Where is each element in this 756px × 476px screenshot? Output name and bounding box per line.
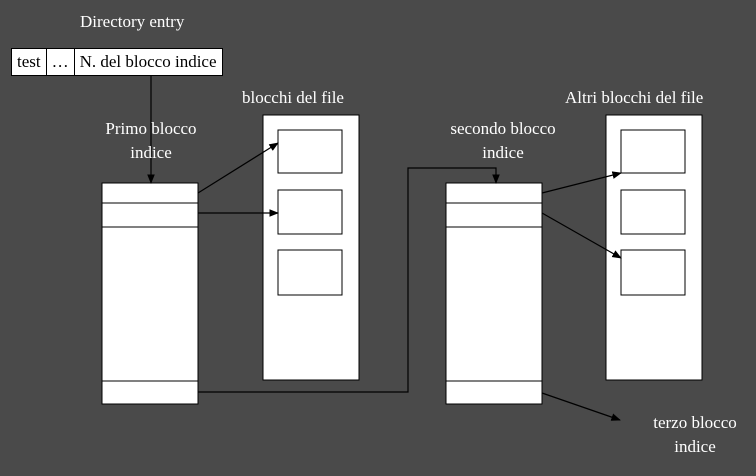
second-index-block: [445, 182, 543, 405]
directory-entry-name-cell: test: [12, 49, 47, 75]
other-file-block-1: [620, 129, 686, 174]
third-index-block-label-line2: indice: [674, 437, 716, 456]
second-index-block-label-line2: indice: [482, 143, 524, 162]
third-index-block-label: terzo blocco indice: [640, 411, 750, 459]
file-block-2: [277, 189, 343, 235]
arrow-first-to-second-index: [198, 167, 500, 393]
second-index-block-label-line1: secondo blocco: [450, 119, 556, 138]
arrow-first-to-block1: [197, 142, 279, 194]
third-index-block-label-line1: terzo blocco: [653, 413, 737, 432]
second-index-block-label: secondo blocco indice: [438, 117, 568, 165]
other-file-block-2: [620, 189, 686, 235]
directory-entry-row: test … N. del blocco indice: [11, 48, 223, 76]
arrows: [147, 74, 622, 421]
other-file-block-3: [620, 249, 686, 296]
directory-entry-ellipsis-cell: …: [47, 49, 75, 75]
other-file-blocks-column: [605, 114, 703, 381]
arrow-second-to-other1: [541, 171, 622, 194]
directory-entry-label: Directory entry: [80, 12, 185, 31]
arrow-second-to-other3: [541, 212, 622, 259]
first-index-block-label: Primo blocco indice: [96, 117, 206, 165]
file-block-3: [277, 249, 343, 296]
first-index-block: [101, 182, 199, 405]
arrow-second-to-third-index: [541, 392, 621, 421]
directory-entry-index-cell: N. del blocco indice: [79, 52, 217, 71]
file-blocks-label: blocchi del file: [242, 88, 344, 107]
first-index-block-label-line2: indice: [130, 143, 172, 162]
first-index-block-label-line1: Primo blocco: [105, 119, 197, 138]
other-file-blocks-label: Altri blocchi del file: [565, 88, 704, 107]
file-blocks-column: [262, 114, 360, 381]
file-block-1: [277, 129, 343, 174]
